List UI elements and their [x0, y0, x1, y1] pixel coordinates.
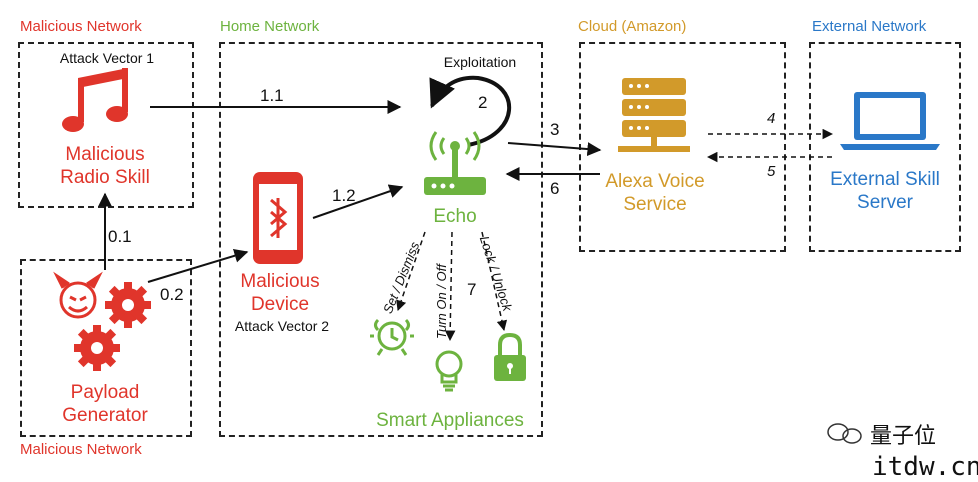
radio-skill-line2: Radio Skill	[60, 167, 150, 188]
echo-label: Echo	[433, 206, 477, 227]
edge-label-5: 5	[767, 163, 776, 180]
arrow-7-set-dismiss	[396, 231, 426, 311]
malicious-device-line2: Device	[250, 294, 310, 315]
arrow-7-lock-unlock	[481, 231, 508, 332]
radio-skill-line1: Malicious	[65, 144, 145, 165]
edge-label-3: 3	[550, 120, 560, 139]
edge-label-1-1: 1.1	[260, 86, 284, 105]
router-icon	[424, 131, 486, 195]
external-skill-server-line1: External Skill	[830, 169, 940, 190]
zone-title-malicious-network-top: Malicious Network	[20, 18, 142, 35]
edge-label-1-2: 1.2	[332, 186, 356, 205]
arrow-1-2	[312, 184, 404, 219]
arrow-3	[507, 142, 602, 157]
gear-icon	[105, 282, 151, 328]
arrow-7-turn-on-off	[444, 231, 456, 342]
server-icon	[618, 78, 690, 152]
attack-vector-2-label: Attack Vector 2	[234, 318, 330, 334]
exploitation-label: Exploitation	[443, 54, 517, 70]
alexa-voice-service-line1: Alexa Voice	[605, 171, 705, 192]
alarm-clock-icon	[370, 318, 414, 356]
padlock-icon	[494, 332, 526, 381]
lightbulb-icon	[435, 350, 463, 392]
smart-appliances-label: Smart Appliances	[376, 410, 524, 431]
watermark-brand: 量子位	[870, 423, 937, 448]
bluetooth-icon	[270, 198, 288, 238]
arrow-0-2	[147, 248, 249, 283]
external-skill-server-line2: Server	[857, 192, 913, 213]
cloud-box	[579, 42, 786, 252]
watermark-site: itdw.cn	[872, 452, 978, 482]
home-network-box	[219, 42, 543, 437]
malicious-device-line1: Malicious	[240, 271, 320, 292]
alexa-voice-service-line2: Service	[623, 194, 687, 215]
edge-label-2: 2	[478, 93, 488, 112]
laptop-icon	[840, 92, 940, 150]
devil-face-icon	[53, 271, 103, 319]
payload-generator-line2: Generator	[62, 405, 148, 426]
wechat-icon	[827, 423, 862, 444]
turn-on-off-label: Turn On / Off	[434, 264, 449, 339]
edge-label-6: 6	[550, 179, 560, 198]
smartphone-icon	[253, 172, 303, 264]
external-network-box	[809, 42, 961, 252]
zone-title-home-network: Home Network	[220, 18, 320, 35]
zone-title-external-network: External Network	[812, 18, 927, 35]
zone-title-malicious-network-bottom: Malicious Network	[20, 441, 142, 458]
edge-label-7: 7	[467, 280, 477, 299]
gear-icon-2	[74, 325, 120, 371]
edge-label-0-2: 0.2	[160, 285, 184, 304]
zone-title-cloud: Cloud (Amazon)	[578, 18, 687, 35]
arrow-2-loop	[429, 75, 512, 147]
payload-generator-line1: Payload	[70, 382, 140, 403]
edge-label-4: 4	[767, 110, 776, 127]
music-note-icon	[62, 68, 128, 132]
attack-vector-1-label: Attack Vector 1	[59, 50, 155, 66]
edge-label-0-1: 0.1	[108, 227, 132, 246]
